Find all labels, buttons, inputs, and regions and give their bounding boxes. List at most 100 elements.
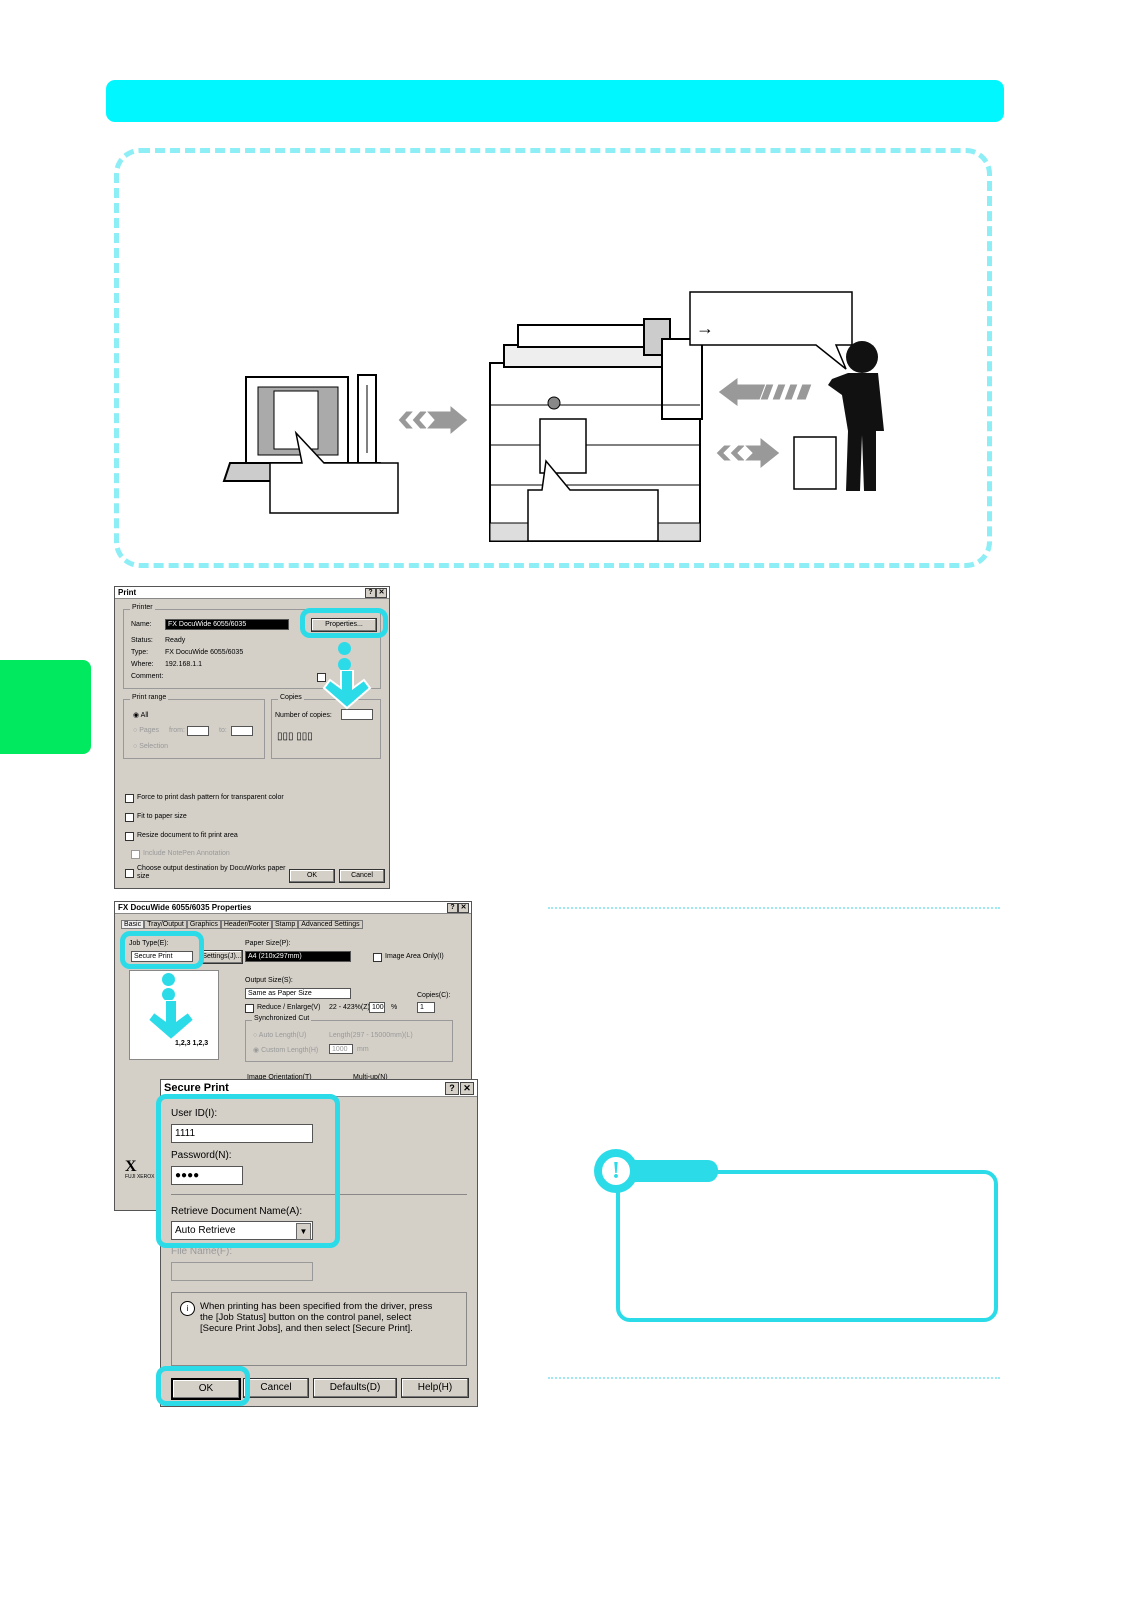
section-title-bar <box>106 80 1004 122</box>
help-button[interactable]: Help(H) <box>401 1378 469 1398</box>
computer-icon <box>222 374 388 482</box>
pages-label: Pages <box>139 727 160 734</box>
print-cancel-button[interactable]: Cancel <box>339 869 385 883</box>
reduce-enlarge-checkbox[interactable] <box>245 1004 254 1013</box>
properties-tabs: Basic Tray/Output Graphics Header/Footer… <box>121 920 363 929</box>
secure-print-dialog: Secure Print ? ✕ User ID(I): 1111 Passwo… <box>160 1079 478 1407</box>
status-value: Ready <box>165 637 186 644</box>
print-range-group: Print range <box>123 694 265 759</box>
length-unit: mm <box>357 1046 369 1053</box>
from-input[interactable] <box>187 726 209 736</box>
type-label: Type: <box>131 649 149 656</box>
notepen-checkbox[interactable] <box>131 850 140 859</box>
credentials-highlight <box>156 1094 340 1248</box>
image-orientation-label: Image Orientation(T) <box>247 1074 312 1081</box>
brand-label: FUJI XEROX <box>125 1174 155 1180</box>
step-separator <box>548 907 1000 909</box>
user-id-label: User ID(I): <box>171 1108 218 1119</box>
auto-length-label: Auto Length(U) <box>258 1032 307 1039</box>
tab-stamp[interactable]: Stamp <box>271 920 299 929</box>
down-arrow-icon <box>322 670 372 710</box>
paper-size-select[interactable]: A4 (210x297mm) <box>245 951 351 962</box>
chapter-tab <box>0 660 91 754</box>
close-icon[interactable]: ✕ <box>376 588 387 598</box>
custom-length-radio[interactable]: ◉ Custom Length(H) <box>253 1047 319 1054</box>
copies-spinner[interactable] <box>341 709 373 720</box>
computer-callout <box>269 430 399 514</box>
step-separator <box>548 1377 1000 1379</box>
to-input[interactable] <box>231 726 253 736</box>
zoom-input[interactable]: 100 <box>369 1002 385 1013</box>
print-ok-button[interactable]: OK <box>289 869 335 883</box>
resize-checkbox[interactable] <box>125 832 134 841</box>
secure-print-cancel-button[interactable]: Cancel <box>243 1378 309 1398</box>
guide-dot <box>338 642 351 655</box>
password-input[interactable]: ●●●● <box>171 1166 243 1185</box>
secure-print-ok-button[interactable]: OK <box>171 1378 241 1400</box>
printer-icon <box>489 318 703 542</box>
flow-arrow-glyph: → <box>696 318 714 338</box>
exclamation-icon: ! <box>600 1155 632 1187</box>
collate-icon: ▯▯▯ ▯▯▯ <box>277 731 313 742</box>
guide-dot <box>162 973 175 986</box>
secure-print-illustration <box>222 291 884 542</box>
image-area-checkbox[interactable] <box>373 953 382 962</box>
printer-name-select[interactable]: FX DocuWide 6055/6035 <box>165 619 289 630</box>
guide-dot <box>162 988 175 1001</box>
number-of-copies-label: Number of copies: <box>275 712 332 719</box>
settings-button[interactable]: Settings(J)... <box>201 950 243 964</box>
close-icon[interactable]: ✕ <box>460 1082 474 1095</box>
all-radio[interactable]: ◉ All <box>133 712 149 719</box>
job-type-label: Job Type(E): <box>129 940 169 947</box>
copies-input[interactable]: 1 <box>417 1002 435 1013</box>
printer-callout <box>527 459 659 542</box>
down-arrow-icon <box>146 1000 196 1042</box>
dash-pattern-checkbox[interactable] <box>125 794 134 803</box>
properties-button[interactable]: Properties... <box>311 618 377 632</box>
arrow-from-person-icon <box>717 376 813 408</box>
resize-label: Resize document to fit print area <box>137 832 238 839</box>
properties-titlebar: FX DocuWide 6055/6035 Properties ? ✕ <box>115 902 471 914</box>
ok-highlight <box>156 1366 250 1406</box>
selection-radio[interactable]: ○ Selection <box>133 743 168 750</box>
tab-graphics[interactable]: Graphics <box>186 920 221 929</box>
output-destination-checkbox[interactable] <box>125 869 134 878</box>
note-box <box>616 1170 998 1322</box>
tab-advanced-settings[interactable]: Advanced Settings <box>298 920 363 929</box>
zoom-range-label: 22 - 423%(Z) <box>329 1004 370 1011</box>
help-icon[interactable]: ? <box>445 1082 459 1095</box>
custom-length-label: Custom Length(H) <box>261 1047 319 1054</box>
image-area-label: Image Area Only(I) <box>385 953 444 960</box>
tab-tray-output[interactable]: Tray/Output <box>144 920 187 929</box>
fit-paper-checkbox[interactable] <box>125 813 134 822</box>
type-value: FX DocuWide 6055/6035 <box>165 649 244 656</box>
paper-size-label: Paper Size(P): <box>245 940 291 947</box>
name-label: Name: <box>131 621 152 628</box>
close-icon[interactable]: ✕ <box>458 903 469 913</box>
selection-label: Selection <box>139 743 168 750</box>
file-name-input[interactable] <box>171 1262 313 1281</box>
retrieve-document-label: Retrieve Document Name(A): <box>171 1206 303 1217</box>
sync-cut-group: Synchronized Cut <box>245 1015 453 1062</box>
info-icon: i <box>180 1301 195 1316</box>
tab-basic[interactable]: Basic <box>121 920 145 929</box>
pages-radio[interactable]: ○ Pages <box>133 727 160 734</box>
copies-group: Copies <box>271 694 381 759</box>
job-type-highlight <box>120 931 204 969</box>
retrieve-document-select[interactable]: Auto Retrieve ▼ <box>171 1221 313 1240</box>
print-to-file-checkbox[interactable] <box>317 673 326 682</box>
tab-header-footer[interactable]: Header/Footer <box>220 920 272 929</box>
multiup-label: Multi-up(N) <box>353 1074 388 1081</box>
chevron-down-icon[interactable]: ▼ <box>296 1223 311 1240</box>
output-size-select[interactable]: Same as Paper Size <box>245 988 351 999</box>
comment-label: Comment: <box>131 673 164 680</box>
job-type-select[interactable]: Secure Print <box>131 951 193 962</box>
properties-highlight <box>300 608 388 638</box>
defaults-button[interactable]: Defaults(D) <box>313 1378 397 1398</box>
help-icon[interactable]: ? <box>447 903 458 913</box>
length-input[interactable]: 1000 <box>329 1044 353 1054</box>
user-id-input[interactable]: 1111 <box>171 1124 313 1143</box>
auto-length-radio[interactable]: ○ Auto Length(U) <box>253 1032 307 1039</box>
print-dialog-titlebar: Print ? ✕ <box>115 587 389 599</box>
help-icon[interactable]: ? <box>365 588 376 598</box>
